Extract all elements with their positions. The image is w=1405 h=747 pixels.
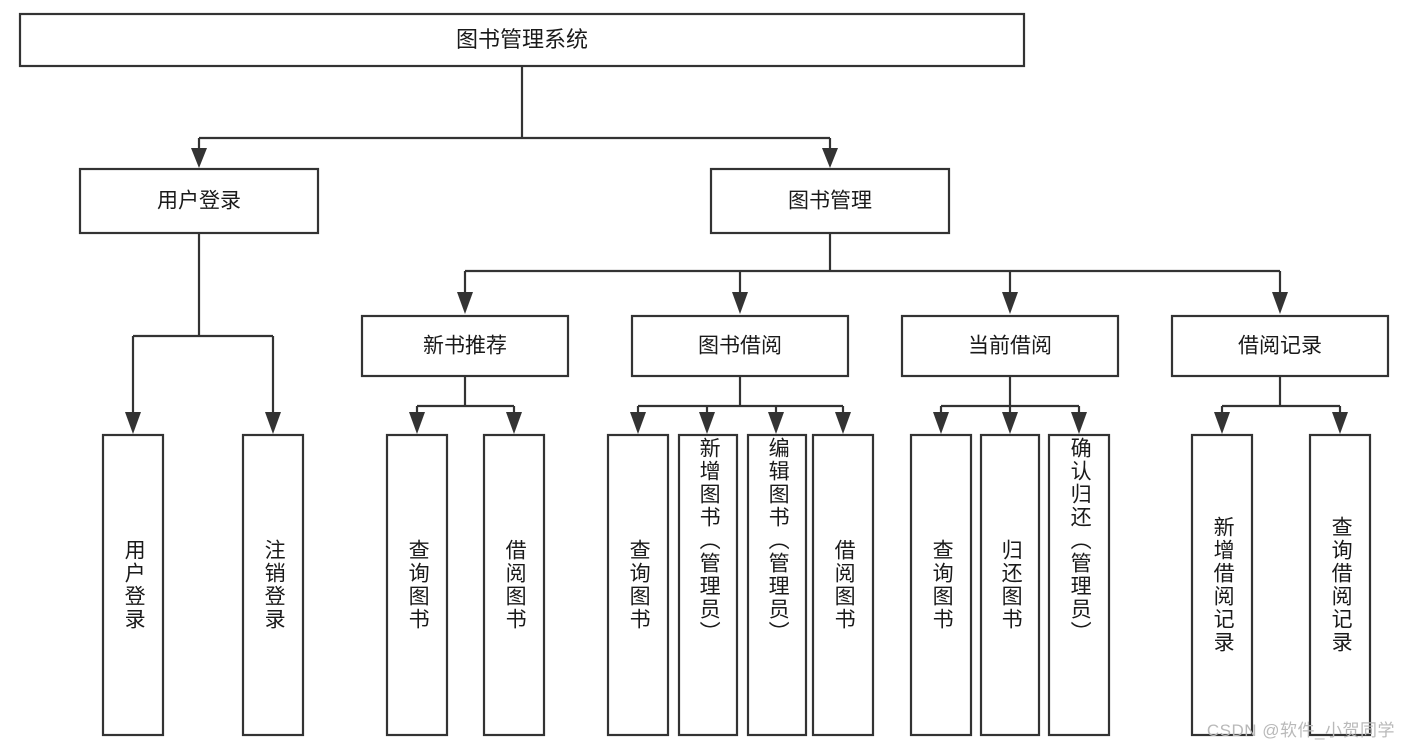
- arrow-icon-user-login-leaf-2: [265, 412, 281, 434]
- leaf-current-borrow-2-box[interactable]: [979, 433, 1041, 737]
- watermark: CSDN @软件_小贺同学: [1206, 721, 1395, 740]
- leaf-new-book-1-box[interactable]: [385, 433, 449, 737]
- arrow-icon-to-new-book: [457, 292, 473, 314]
- leaf-user-login-1-box[interactable]: [101, 433, 165, 737]
- arrow-icon-user-login-leaf-1: [125, 412, 141, 434]
- node-new-book-box[interactable]: [360, 314, 570, 378]
- node-user-login-label: 用户登录: [157, 190, 241, 213]
- node-layer: 图书管理系统 用户登录 图书管理 新书推荐 图书借阅 当前借阅 借阅记录: [18, 12, 1390, 737]
- leaf-borrow-record-1-box[interactable]: [1190, 433, 1254, 737]
- leaf-current-borrow-3-box[interactable]: [1047, 433, 1111, 737]
- node-book-borrow-box[interactable]: [630, 314, 850, 378]
- arrow-icon-book-borrow-leaf-2: [699, 412, 715, 434]
- leaf-book-borrow-3-box[interactable]: [746, 433, 808, 737]
- leaf-book-borrow-4-box[interactable]: [811, 433, 875, 737]
- node-new-book-label: 新书推荐: [423, 335, 507, 358]
- node-root-box[interactable]: [18, 12, 1026, 68]
- node-root-label: 图书管理系统: [456, 27, 588, 52]
- arrow-icon-new-book-leaf-1: [409, 412, 425, 434]
- arrow-icon-to-borrow-record: [1272, 292, 1288, 314]
- arrow-icon-book-borrow-leaf-4: [835, 412, 851, 434]
- arrow-icon-current-borrow-leaf-2: [1002, 412, 1018, 434]
- arrow-icon-book-borrow-leaf-1: [630, 412, 646, 434]
- connector-layer: [125, 66, 1348, 434]
- leaf-current-borrow-1-box[interactable]: [909, 433, 973, 737]
- leaf-new-book-2-box[interactable]: [482, 433, 546, 737]
- arrow-icon-current-borrow-leaf-3: [1071, 412, 1087, 434]
- node-borrow-record-label: 借阅记录: [1238, 335, 1322, 358]
- leaf-book-borrow-2-box[interactable]: [677, 433, 739, 737]
- arrow-icon-to-book-mgmt: [822, 148, 838, 168]
- arrow-icon-borrow-record-leaf-2: [1332, 412, 1348, 434]
- node-book-mgmt-box[interactable]: [709, 167, 951, 235]
- arrow-icon-borrow-record-leaf-1: [1214, 412, 1230, 434]
- leaf-borrow-record-2-box[interactable]: [1308, 433, 1372, 737]
- arrow-icon-to-current-borrow: [1002, 292, 1018, 314]
- arrow-icon-current-borrow-leaf-1: [933, 412, 949, 434]
- node-current-borrow-box[interactable]: [900, 314, 1120, 378]
- leaf-book-borrow-1-box[interactable]: [606, 433, 670, 737]
- leaf-user-login-2-box[interactable]: [241, 433, 305, 737]
- node-user-login-box[interactable]: [78, 167, 320, 235]
- arrow-icon-book-borrow-leaf-3: [768, 412, 784, 434]
- arrow-icon-to-user-login: [191, 148, 207, 168]
- arrow-icon-to-book-borrow: [732, 292, 748, 314]
- node-current-borrow-label: 当前借阅: [968, 335, 1052, 358]
- node-book-borrow-label: 图书借阅: [698, 335, 782, 358]
- node-book-mgmt-label: 图书管理: [788, 190, 872, 213]
- arrow-icon-new-book-leaf-2: [506, 412, 522, 434]
- node-borrow-record-box[interactable]: [1170, 314, 1390, 378]
